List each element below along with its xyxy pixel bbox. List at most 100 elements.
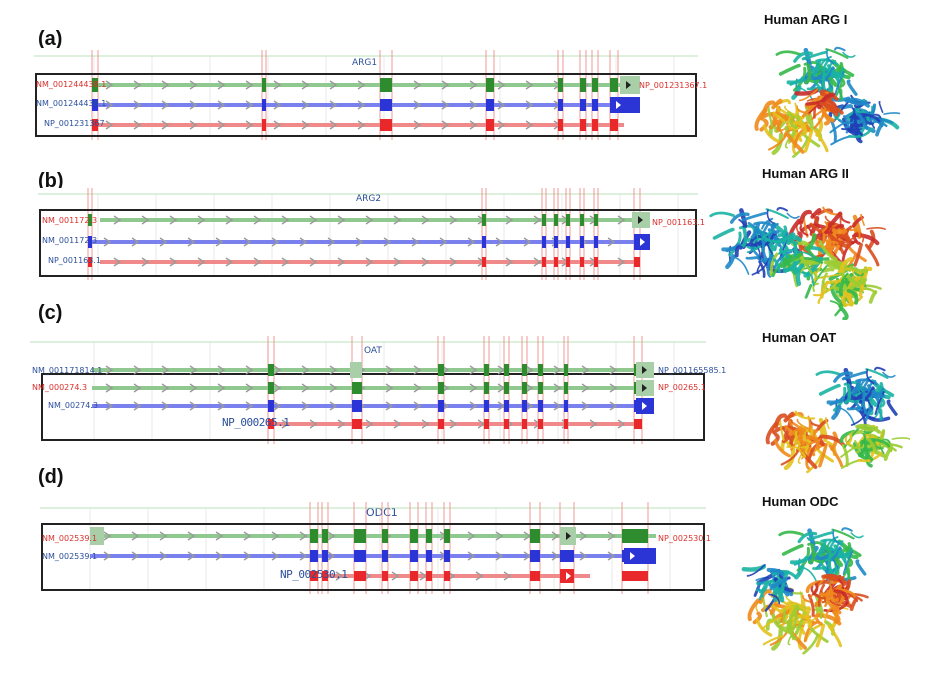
ribbon-segment: [842, 558, 851, 578]
exon-block: [482, 214, 486, 226]
gene-track-oat: OAT NM_001171814.1 NM_000274.3 NM_00274.…: [30, 336, 726, 444]
ribbon-segment: [846, 288, 859, 305]
exon-block: [382, 529, 388, 543]
ribbon-segment: [841, 290, 848, 308]
direction-arrow: [215, 237, 224, 247]
transcript-label: NM_001171814.1: [32, 366, 103, 375]
ribbon-segment: [769, 252, 779, 277]
arg1-structure-icon: [754, 46, 900, 158]
ribbon-segment: [783, 411, 795, 423]
ribbon-segment: [794, 564, 805, 580]
ribbon-segment: [797, 614, 812, 629]
ribbon-segment: [762, 635, 785, 646]
exon-block: [504, 364, 509, 376]
ribbon-segment: [841, 370, 868, 381]
direction-arrow: [553, 383, 562, 393]
exon-block: [268, 419, 274, 429]
direction-arrow: [273, 100, 282, 110]
protein-label: NP_00265.1: [658, 383, 706, 392]
direction-arrow: [329, 100, 338, 110]
exon-block: [92, 99, 98, 111]
ribbon-segment: [802, 633, 820, 655]
direction-arrow: [217, 100, 226, 110]
ribbon-segment: [797, 453, 802, 464]
ribbon-segment: [771, 132, 784, 155]
direction-arrow: [271, 551, 280, 561]
ribbon-segment: [827, 223, 845, 236]
exon-block: [426, 550, 432, 562]
direction-arrow: [497, 120, 506, 130]
ribbon-segment: [792, 261, 799, 274]
direction-arrow: [525, 100, 534, 110]
exon-block: [554, 214, 558, 226]
direction-arrow: [551, 531, 560, 541]
exon-block: [310, 550, 318, 562]
ribbon-segment: [765, 421, 779, 445]
ribbon-segment: [829, 119, 837, 143]
direction-arrow: [131, 531, 140, 541]
exon-block: [560, 550, 574, 562]
exon-block: [504, 400, 509, 412]
ribbon-segment: [840, 215, 851, 224]
exon-block: [268, 400, 274, 412]
ribbon-segment: [832, 529, 841, 545]
ribbon-segment: [754, 108, 767, 131]
protein-label: NP_002530.1: [280, 568, 348, 581]
direction-arrow: [441, 100, 450, 110]
exon-block: [610, 119, 618, 131]
exon-block: [504, 419, 509, 429]
direction-arrow: [581, 401, 590, 411]
ribbon-segment: [773, 438, 791, 458]
direction-arrow: [609, 365, 618, 375]
direction-arrow: [609, 383, 618, 393]
ribbon-segment: [747, 598, 760, 622]
direction-arrow: [105, 383, 114, 393]
direction-arrow: [441, 80, 450, 90]
exon-block: [594, 257, 598, 267]
exon-block: [564, 419, 568, 429]
ribbon-segment: [778, 419, 785, 441]
ribbon-segment: [820, 280, 830, 299]
ribbon-segment: [819, 434, 846, 447]
protein-title-oat: Human OAT: [762, 330, 837, 345]
oat-structure-icon: [765, 366, 910, 474]
ribbon-segment: [853, 232, 880, 246]
direction-arrow: [413, 80, 422, 90]
direction-arrow: [245, 383, 254, 393]
arg2-structure-icon: [709, 206, 886, 320]
ribbon-segment: [778, 603, 793, 614]
direction-arrow: [365, 419, 374, 429]
ribbon-segment: [829, 300, 842, 311]
direction-arrow: [497, 80, 506, 90]
gene-track-arg2: ARG2 NM_001172.3 NM_001172.3 NP_001163.1…: [38, 188, 705, 280]
ribbon-segment: [792, 122, 809, 131]
direction-arrow: [413, 120, 422, 130]
direction-arrow: [581, 365, 590, 375]
direction-arrow: [505, 257, 514, 267]
direction-arrow: [141, 215, 150, 225]
ribbon-segment: [835, 596, 844, 611]
ribbon-segment: [815, 370, 841, 376]
direction-arrow: [159, 531, 168, 541]
ribbon-segment: [886, 399, 898, 416]
ribbon-segment: [792, 121, 807, 136]
ribbon-segment: [874, 391, 885, 415]
direction-arrow: [103, 551, 112, 561]
utr-arrow: [642, 402, 647, 410]
ribbon-segment: [843, 115, 850, 129]
exon-block: [484, 382, 489, 394]
direction-arrow: [113, 257, 122, 267]
direction-arrow: [467, 531, 476, 541]
ribbon-segment: [768, 593, 781, 605]
exon-block: [592, 78, 598, 92]
exon-block: [486, 78, 494, 92]
ribbon-segment: [778, 573, 788, 600]
ribbon-segment: [773, 250, 793, 269]
direction-arrow: [133, 100, 142, 110]
exon-block: [322, 550, 328, 562]
direction-arrow: [505, 215, 514, 225]
direction-arrow: [299, 551, 308, 561]
ribbon-segment: [776, 207, 788, 212]
ribbon-segment: [771, 98, 783, 110]
ribbon-segment: [806, 452, 823, 474]
